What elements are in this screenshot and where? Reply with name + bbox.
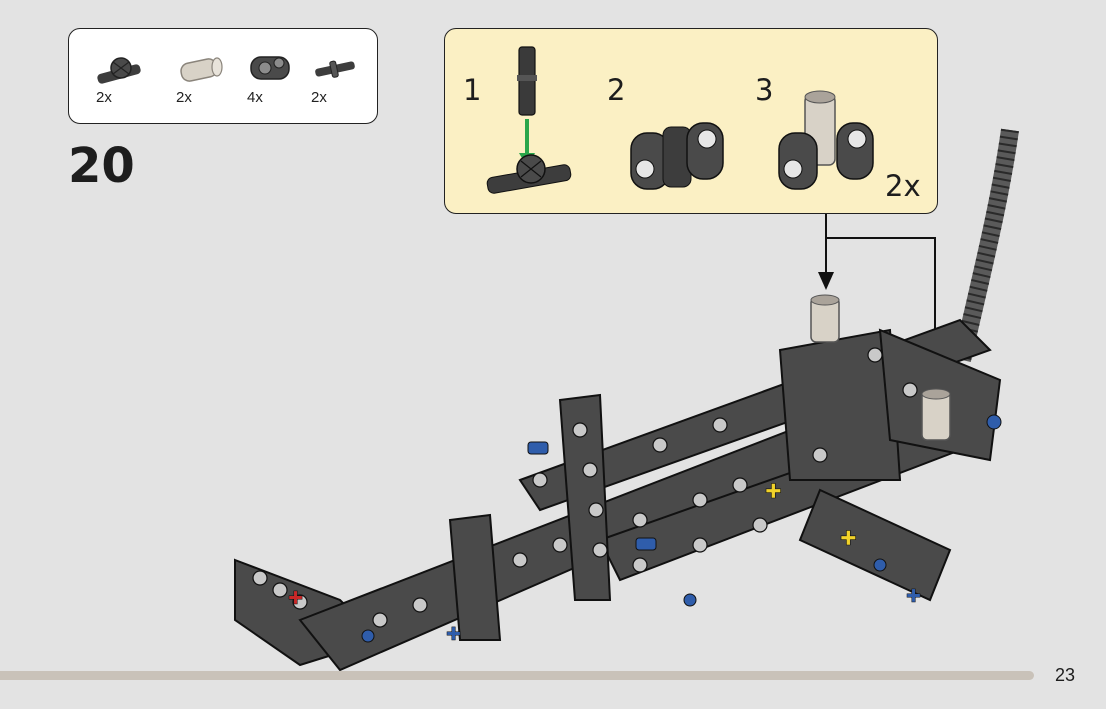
substep-number-1: 1 bbox=[463, 73, 482, 107]
substep-1-illustration bbox=[486, 46, 572, 194]
parts-list-box: 2x 2x 4x 2x bbox=[68, 28, 378, 124]
part-quantity: 2x bbox=[176, 89, 192, 106]
substep-number-2: 2 bbox=[607, 73, 626, 107]
pin-axle-icon bbox=[315, 60, 355, 78]
svg-text:✚: ✚ bbox=[765, 479, 782, 503]
step-number: 20 bbox=[68, 138, 135, 194]
part-quantity: 4x bbox=[247, 89, 263, 106]
tan-connector-icon bbox=[180, 57, 223, 82]
page-number: 23 bbox=[1055, 665, 1076, 685]
svg-text:✚: ✚ bbox=[288, 588, 303, 609]
svg-text:✚: ✚ bbox=[446, 624, 461, 645]
liftarm-beams bbox=[234, 318, 1002, 672]
part-quantity: 2x bbox=[311, 89, 327, 106]
sub-build-multiplier: 2x bbox=[885, 169, 921, 203]
pin-connector-perpendicular-part bbox=[241, 47, 301, 107]
tan-connectors bbox=[810, 294, 951, 441]
beam-holes bbox=[252, 347, 918, 628]
svg-text:✚: ✚ bbox=[906, 586, 921, 607]
svg-text:✚: ✚ bbox=[840, 526, 857, 550]
perpendicular-connector-icon bbox=[250, 56, 290, 80]
substep-3-illustration bbox=[778, 90, 874, 190]
page-footer-bar bbox=[0, 671, 1034, 680]
substep-number-3: 3 bbox=[755, 73, 774, 107]
sub-build-callout: 1 2 3 2x bbox=[444, 28, 938, 214]
pin-connector-tan-part bbox=[169, 47, 229, 107]
friction-pin-axle-part bbox=[305, 47, 365, 107]
part-quantity: 2x bbox=[96, 89, 112, 106]
colored-pins: ✚ ✚ ✚ ✚ ✚ bbox=[288, 414, 1002, 645]
axle-connector-hub-icon bbox=[97, 57, 141, 84]
substep-2-illustration bbox=[630, 122, 724, 190]
axle-connector-hub-part bbox=[89, 47, 149, 107]
